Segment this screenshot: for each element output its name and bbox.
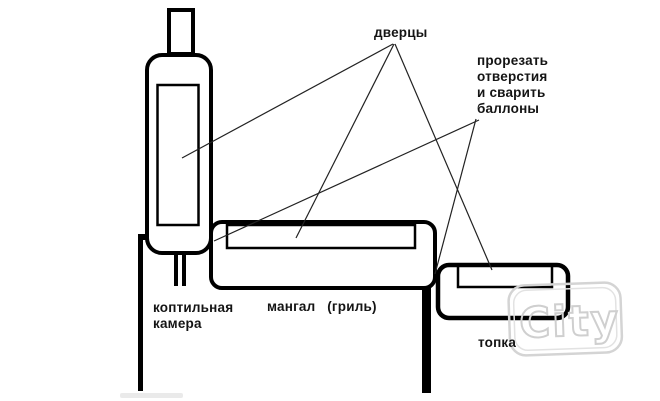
pointer-line-weld-chamber-grill-junction	[213, 119, 480, 242]
firebox-door	[456, 264, 554, 289]
chimney-pipe	[167, 8, 195, 56]
drain-pipe	[174, 254, 186, 286]
watermark: City	[507, 281, 624, 357]
artifact-smudge	[120, 393, 183, 398]
label-cut-and-weld-cylinders: прорезать отверстия и сварить баллоны	[477, 53, 549, 116]
left-leg	[138, 234, 143, 391]
label-smoking-chamber: коптильная камера	[153, 300, 234, 331]
label-doors: дверцы	[374, 25, 428, 40]
label-grill: мангал (гриль)	[267, 299, 377, 314]
watermark-border-inner	[512, 286, 618, 352]
label-firebox: топка	[478, 335, 517, 350]
pointer-line-doors-to-grill-door	[295, 43, 395, 239]
right-leg	[422, 278, 431, 393]
pointer-line-weld-grill-firebox-junction	[434, 118, 477, 275]
grill-door	[225, 223, 417, 250]
watermark-border	[507, 281, 624, 357]
pointer-line-doors-to-chamber-door	[181, 43, 394, 159]
smoking-chamber-door	[156, 83, 200, 227]
watermark-text: City	[519, 295, 621, 347]
pointer-line-doors-to-firebox-door	[394, 43, 493, 271]
